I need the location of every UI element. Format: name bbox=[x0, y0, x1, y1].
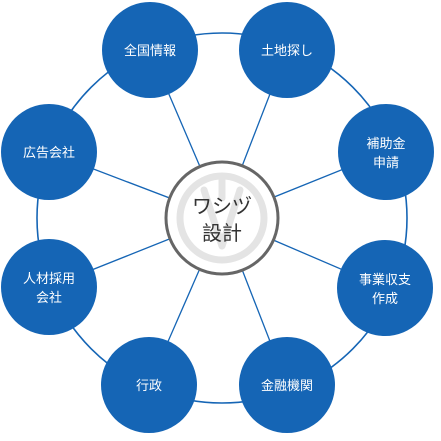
node-label-line2: 申請 bbox=[373, 156, 399, 171]
node-jigyou-shuushi: 事業収支 作成 bbox=[337, 240, 433, 336]
node-label: 金融機関 bbox=[261, 378, 313, 394]
node-label-line2: 作成 bbox=[372, 292, 398, 307]
node-circle bbox=[1, 239, 97, 335]
node-koukoku-gaisha: 広告会社 bbox=[1, 104, 97, 200]
node-label-line2: 会社 bbox=[36, 290, 62, 306]
node-circle bbox=[1, 104, 97, 200]
node-label-line1: 事業収支 bbox=[359, 272, 411, 288]
watermark-logo-icon bbox=[176, 172, 268, 264]
node-label: 全国情報 bbox=[124, 43, 176, 59]
node-zenkoku-jouhou: 全国情報 bbox=[102, 2, 198, 98]
node-gyousei: 行政 bbox=[101, 337, 197, 433]
outer-ring bbox=[36, 32, 408, 404]
node-label: 土地探し bbox=[261, 44, 313, 59]
node-circle bbox=[101, 337, 197, 433]
node-label-line1: 人材採用 bbox=[23, 272, 75, 287]
node-circle bbox=[239, 337, 335, 433]
node-tochi-sagashi: 土地探し bbox=[239, 2, 335, 98]
node-circle bbox=[102, 2, 198, 98]
node-kinyuu-kikan: 金融機関 bbox=[239, 337, 335, 433]
node-label-line1: 補助金 bbox=[366, 136, 405, 152]
node-circle bbox=[337, 240, 433, 336]
hub-label-line1: ワシヅ bbox=[192, 194, 252, 218]
node-circle bbox=[338, 104, 434, 200]
hub-label-line2: 設計 bbox=[202, 221, 242, 245]
node-jinzai-saiyou: 人材採用 会社 bbox=[1, 239, 97, 335]
node-circle bbox=[239, 2, 335, 98]
hub-node: ワシヅ 設計 bbox=[164, 160, 280, 276]
node-label: 広告会社 bbox=[23, 145, 75, 161]
node-hojokin-shinsei: 補助金 申請 bbox=[338, 104, 434, 200]
node-label: 行政 bbox=[136, 379, 162, 394]
